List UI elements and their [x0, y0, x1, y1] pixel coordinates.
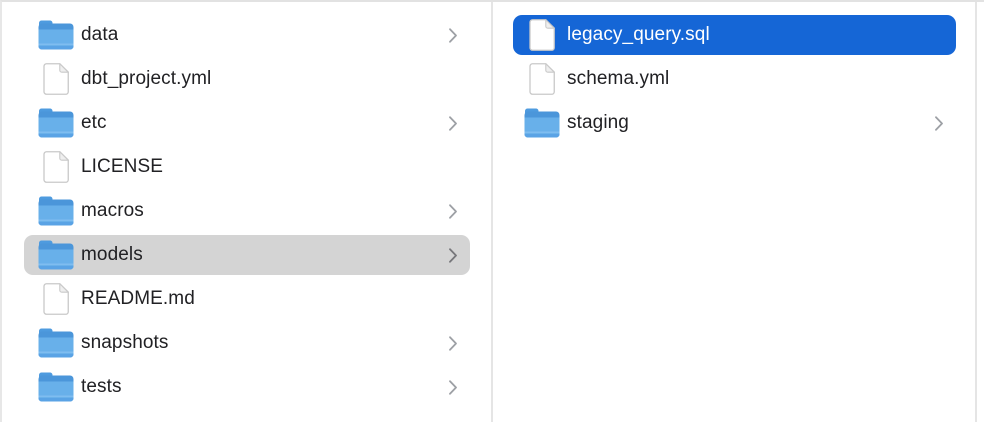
chevron-right-icon	[448, 203, 458, 220]
column-divider[interactable]	[491, 2, 493, 422]
file-row-license[interactable]: LICENSE	[2, 145, 491, 189]
file-row-tests[interactable]: tests	[2, 365, 491, 409]
file-row-macros[interactable]: macros	[2, 189, 491, 233]
file-name: staging	[567, 112, 629, 133]
chevron-right-icon	[934, 115, 944, 132]
chevron-right-icon	[448, 247, 458, 264]
row-content: staging	[513, 103, 956, 143]
chevron-right-icon	[448, 27, 458, 44]
file-row-schema-yml[interactable]: schema.yml	[493, 57, 975, 101]
row-content: README.md	[24, 279, 470, 319]
row-content: LICENSE	[24, 147, 470, 187]
file-row-data[interactable]: data	[2, 13, 491, 57]
file-icon	[38, 283, 74, 315]
chevron-right-icon	[448, 115, 458, 132]
folder-icon	[524, 107, 560, 139]
file-column-empty	[977, 2, 984, 422]
file-icon	[38, 151, 74, 183]
file-name: models	[81, 244, 143, 265]
folder-icon	[38, 19, 74, 51]
file-icon	[38, 63, 74, 95]
folder-icon	[38, 239, 74, 271]
file-row-etc[interactable]: etc	[2, 101, 491, 145]
column-divider[interactable]	[975, 2, 977, 422]
row-content: data	[24, 15, 470, 55]
folder-icon	[38, 195, 74, 227]
row-content: tests	[24, 367, 470, 407]
selected-row-highlight: models	[24, 235, 470, 275]
file-icon	[524, 63, 560, 95]
file-name: schema.yml	[567, 68, 670, 89]
chevron-right-icon	[448, 335, 458, 352]
file-name: data	[81, 24, 119, 45]
file-name: macros	[81, 200, 144, 221]
file-name: legacy_query.sql	[567, 24, 710, 45]
file-row-dbt-project-yml[interactable]: dbt_project.yml	[2, 57, 491, 101]
row-content: etc	[24, 103, 470, 143]
file-icon	[524, 19, 560, 51]
file-row-readme-md[interactable]: README.md	[2, 277, 491, 321]
file-column-current: legacy_query.sql schema.yml staging	[493, 2, 975, 422]
file-name: tests	[81, 376, 122, 397]
file-name: LICENSE	[81, 156, 164, 177]
row-content: snapshots	[24, 323, 470, 363]
selected-row-highlight: legacy_query.sql	[513, 15, 956, 55]
file-row-legacy-query-sql[interactable]: legacy_query.sql	[493, 13, 975, 57]
row-content: macros	[24, 191, 470, 231]
file-row-snapshots[interactable]: snapshots	[2, 321, 491, 365]
folder-icon	[38, 371, 74, 403]
folder-icon	[38, 107, 74, 139]
file-name: dbt_project.yml	[81, 68, 212, 89]
file-name: README.md	[81, 288, 195, 309]
chevron-right-icon	[448, 379, 458, 396]
file-name: snapshots	[81, 332, 169, 353]
file-name: etc	[81, 112, 107, 133]
row-content: dbt_project.yml	[24, 59, 470, 99]
folder-icon	[38, 327, 74, 359]
row-content: schema.yml	[513, 59, 956, 99]
file-row-models[interactable]: models	[2, 233, 491, 277]
file-row-staging[interactable]: staging	[493, 101, 975, 145]
